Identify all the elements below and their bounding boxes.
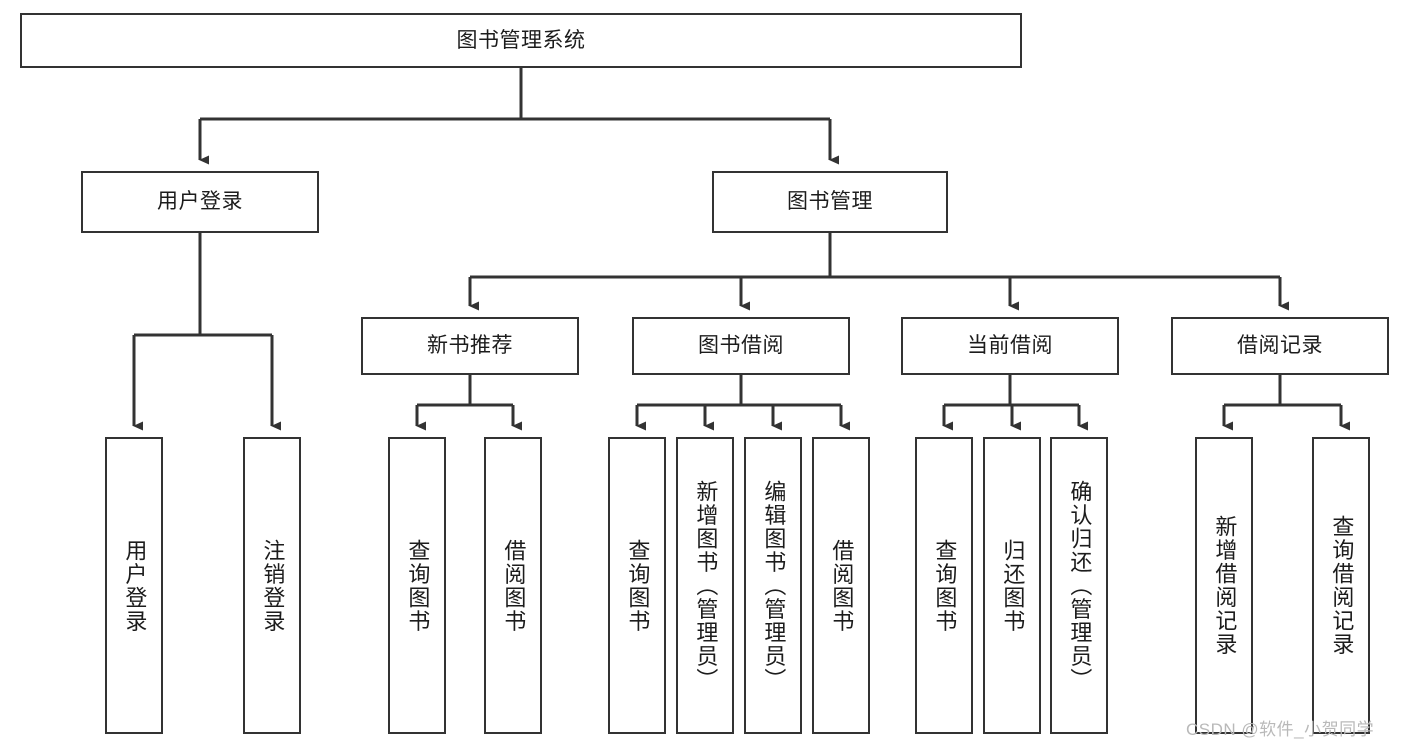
node-leaf-return-book[interactable]: 归还图书 xyxy=(983,437,1041,734)
node-label: 当前借阅 xyxy=(967,334,1053,358)
node-book-borrow[interactable]: 图书借阅 xyxy=(632,317,850,375)
node-label: 借阅图书 xyxy=(501,538,527,633)
node-user-login[interactable]: 用户登录 xyxy=(81,171,319,233)
node-label: 用户登录 xyxy=(122,538,148,633)
node-label: 图书管理 xyxy=(787,190,873,214)
node-label: 图书借阅 xyxy=(698,334,784,358)
node-leaf-confirm-return[interactable]: 确认归还（管理员） xyxy=(1050,437,1108,734)
node-leaf-borrow-book-2[interactable]: 借阅图书 xyxy=(812,437,870,734)
node-label: 新增借阅记录 xyxy=(1212,515,1238,656)
node-label: 借阅图书 xyxy=(829,538,855,633)
node-label: 查询借阅记录 xyxy=(1329,515,1355,656)
node-book-manage[interactable]: 图书管理 xyxy=(712,171,948,233)
node-leaf-edit-book[interactable]: 编辑图书（管理员） xyxy=(744,437,802,734)
node-label: 查询图书 xyxy=(625,538,651,633)
node-leaf-query-record[interactable]: 查询借阅记录 xyxy=(1312,437,1370,734)
node-leaf-add-record[interactable]: 新增借阅记录 xyxy=(1195,437,1253,734)
node-leaf-query-book-3[interactable]: 查询图书 xyxy=(915,437,973,734)
node-label: 确认归还（管理员） xyxy=(1067,479,1093,692)
node-label: 用户登录 xyxy=(157,190,243,214)
node-leaf-query-book-1[interactable]: 查询图书 xyxy=(388,437,446,734)
node-label: 编辑图书（管理员） xyxy=(761,479,787,692)
node-label: 注销登录 xyxy=(260,538,286,633)
node-borrow-record[interactable]: 借阅记录 xyxy=(1171,317,1389,375)
node-label: 新书推荐 xyxy=(427,334,513,358)
node-leaf-user-logout[interactable]: 注销登录 xyxy=(243,437,301,734)
node-leaf-add-book[interactable]: 新增图书（管理员） xyxy=(676,437,734,734)
node-label: 查询图书 xyxy=(932,538,958,633)
node-current-borrow[interactable]: 当前借阅 xyxy=(901,317,1119,375)
node-label: 归还图书 xyxy=(1000,538,1026,633)
node-label: 新增图书（管理员） xyxy=(693,479,719,692)
node-leaf-user-login[interactable]: 用户登录 xyxy=(105,437,163,734)
node-label: 借阅记录 xyxy=(1237,334,1323,358)
node-leaf-borrow-book-1[interactable]: 借阅图书 xyxy=(484,437,542,734)
node-label: 图书管理系统 xyxy=(456,28,586,52)
node-root[interactable]: 图书管理系统 xyxy=(20,13,1022,68)
node-leaf-query-book-2[interactable]: 查询图书 xyxy=(608,437,666,734)
node-label: 查询图书 xyxy=(405,538,431,633)
node-new-book-rec[interactable]: 新书推荐 xyxy=(361,317,579,375)
